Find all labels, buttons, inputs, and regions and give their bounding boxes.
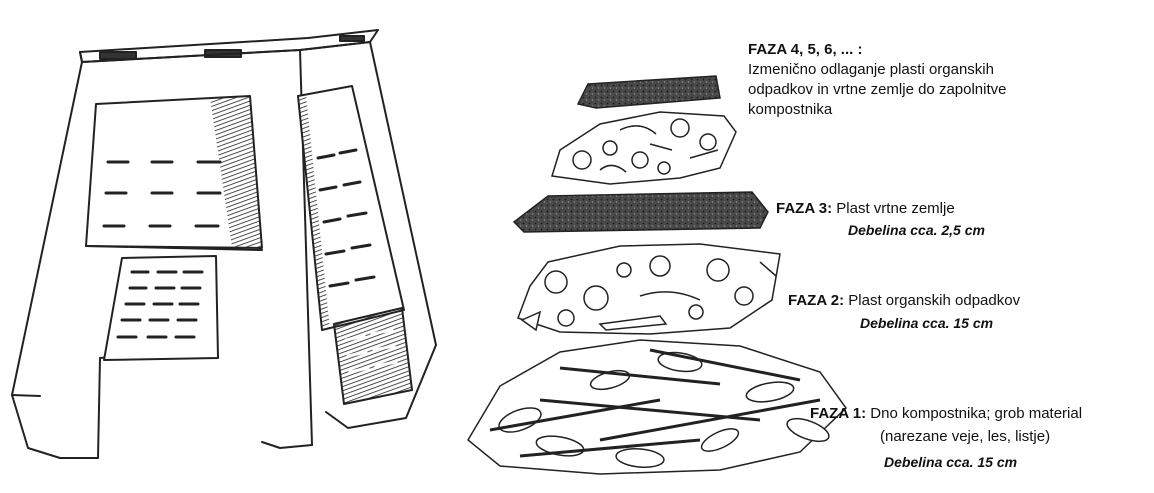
faza-4-desc-line-3: kompostnika: [748, 101, 833, 118]
faza-3-title: FAZA 3:: [776, 200, 833, 217]
faza-4-soil-layer: [576, 75, 721, 109]
faza-1-thickness: Debelina cca. 15 cm: [884, 454, 1018, 470]
faza-1-desc-2: (narezane veje, les, listje): [880, 428, 1051, 445]
compost-bin: [11, 29, 437, 459]
faza-1-label: FAZA 1: Dno kompostnika; grob material: [810, 404, 1082, 424]
faza-2-title: FAZA 2:: [788, 292, 845, 309]
faza-2-thickness: Debelina cca. 15 cm: [860, 315, 994, 331]
faza-3-thickness: Debelina cca. 2,5 cm: [848, 222, 985, 238]
faza-4-title: FAZA 4, 5, 6, ... :: [748, 41, 863, 58]
faza-1-coarse-layer: [467, 339, 847, 475]
faza-3-label: FAZA 3: Plast vrtne zemlje: [776, 199, 955, 219]
faza-3-soil-layer: [512, 191, 769, 233]
faza-4-label: FAZA 4, 5, 6, ... : Izmenično odlaganje …: [748, 40, 1007, 120]
faza-2-organic-layer: [517, 243, 781, 335]
faza-2-desc: Plast organskih odpadkov: [848, 292, 1021, 309]
faza-1-title: FAZA 1:: [810, 405, 867, 422]
faza-4-desc-line-2: odpadkov in vrtne zemlje do zapolnitve: [748, 81, 1007, 98]
faza-2-label: FAZA 2: Plast organskih odpadkov: [788, 291, 1020, 311]
faza-1-desc: Dno kompostnika; grob material: [870, 405, 1083, 422]
faza-4-desc-line-1: Izmenično odlaganje plasti organskih: [748, 61, 994, 78]
faza-4-organic-layer: [551, 111, 737, 185]
faza-3-desc: Plast vrtne zemlje: [836, 200, 955, 217]
